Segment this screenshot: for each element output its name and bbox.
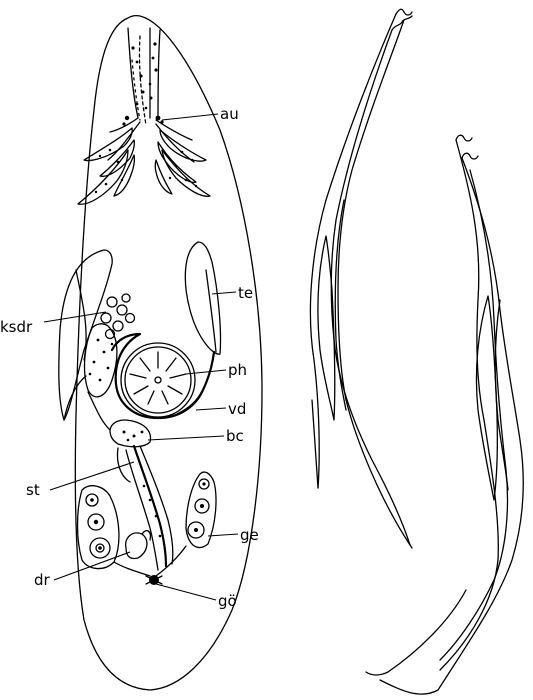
stylet — [116, 444, 174, 571]
label-dr: dr — [34, 571, 51, 589]
anterior-nerve-region — [107, 27, 195, 163]
germarium-right — [185, 471, 217, 549]
seminal-vesicle — [83, 323, 118, 398]
dr-gland — [125, 532, 148, 560]
label-st: st — [26, 481, 40, 499]
label-au: au — [220, 105, 239, 123]
intestinal-lobes-left — [77, 127, 136, 205]
bursa-copulatrix — [109, 419, 152, 448]
body-outline — [74, 14, 263, 691]
stylet-detail-right — [365, 134, 524, 695]
vas-deferens — [110, 332, 216, 420]
label-te: te — [238, 284, 253, 302]
worm-body — [58, 14, 263, 691]
intestinal-lobes-right — [154, 129, 211, 197]
labels: au te ksdr ph vd bc st ge dr gö — [0, 105, 259, 610]
testis-right — [184, 241, 222, 355]
label-go: gö — [218, 592, 237, 610]
testis-left — [58, 249, 113, 421]
pharynx — [120, 342, 196, 418]
stylet-detail-left — [309, 8, 413, 549]
label-ge: ge — [240, 526, 259, 544]
genital-pore — [145, 575, 163, 585]
ksdr-glands — [100, 293, 136, 340]
label-bc: bc — [226, 427, 244, 445]
germarium-left — [76, 485, 120, 570]
label-ksdr: ksdr — [0, 318, 33, 336]
label-ph: ph — [228, 361, 247, 379]
label-vd: vd — [228, 400, 246, 418]
